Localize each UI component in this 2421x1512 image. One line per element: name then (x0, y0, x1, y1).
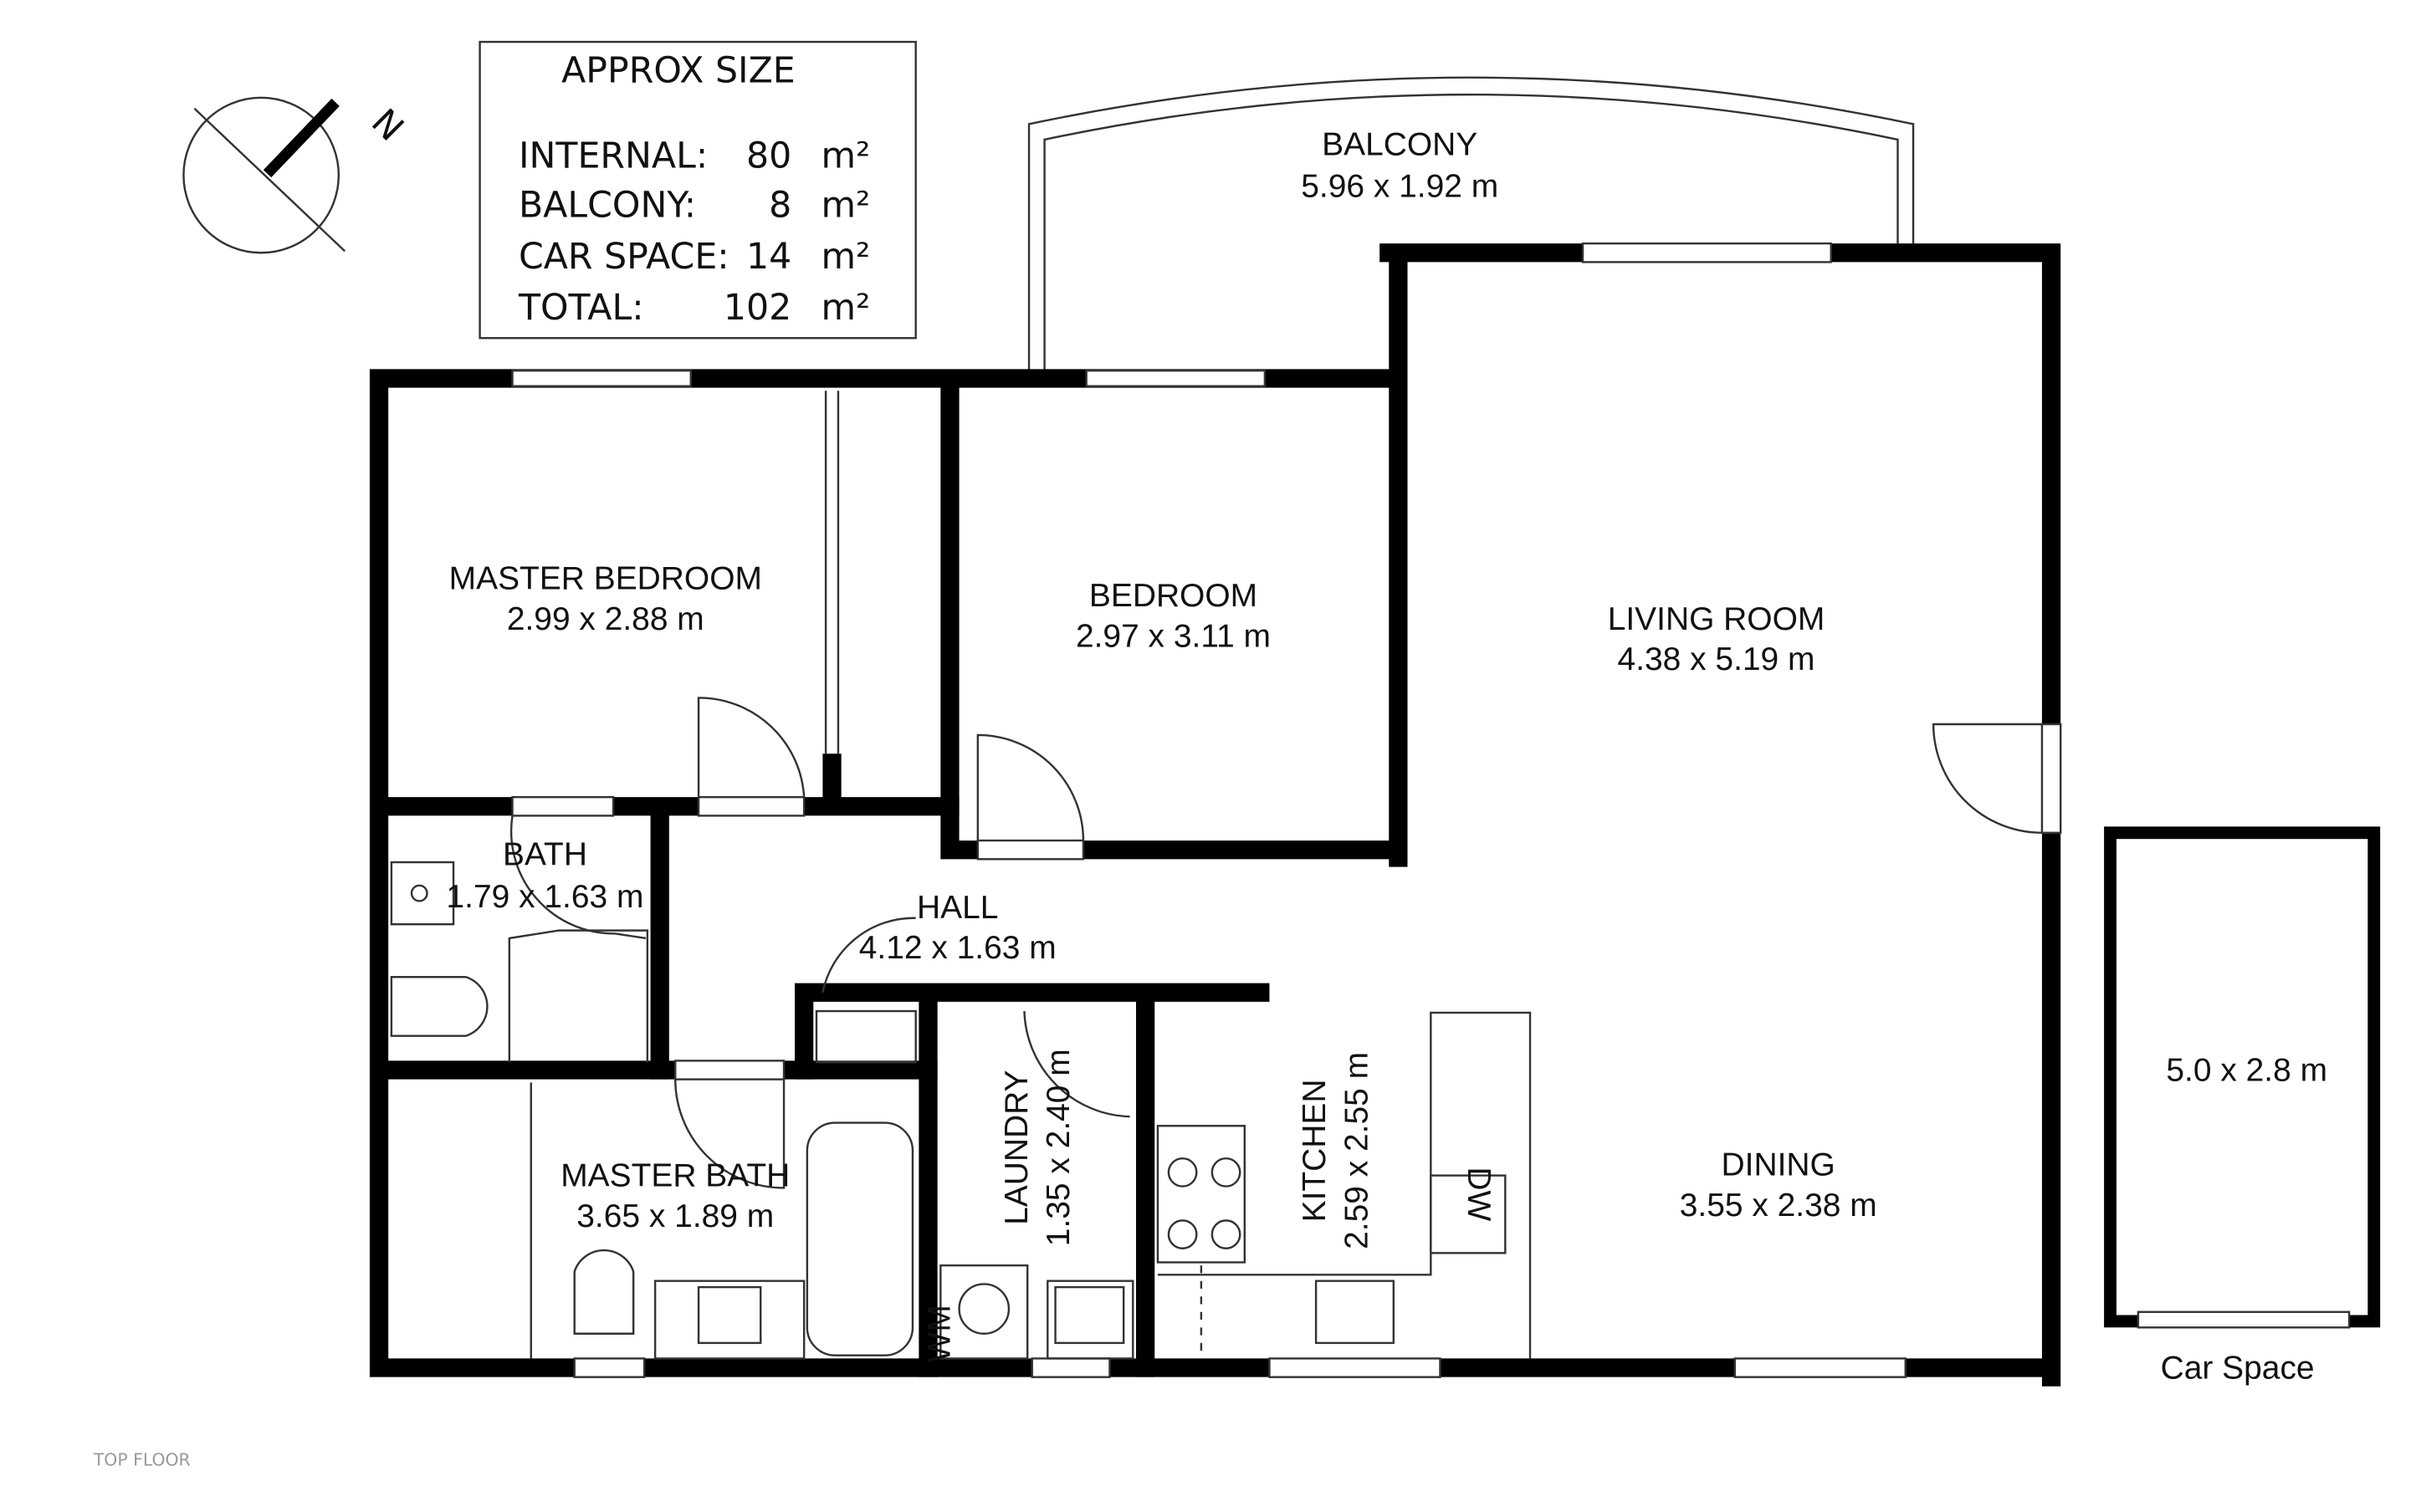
north-label: N (363, 101, 412, 150)
dishwasher-label: DW (1461, 1167, 1497, 1221)
room-name: BATH (503, 837, 587, 873)
size-box-title: APPROX SIZE (561, 49, 796, 91)
size-label: INTERNAL: (519, 135, 708, 176)
room-dims: 1.35 x 2.40 m (1041, 1049, 1077, 1246)
size-row-total: TOTAL: 102 m² (518, 287, 870, 329)
room-dims: 1.79 x 1.63 m (447, 879, 644, 915)
size-unit: m² (822, 135, 871, 176)
balcony-outline (1027, 76, 1915, 373)
room-dims: 4.38 x 5.19 m (1618, 641, 1815, 677)
room-master-bath: MASTER BATH 3.65 x 1.89 m (560, 1158, 790, 1234)
room-name: BALCONY (1322, 126, 1477, 162)
room-master-bedroom: MASTER BEDROOM 2.99 x 2.88 m (449, 561, 762, 637)
room-balcony: BALCONY 5.96 x 1.92 m (1301, 126, 1498, 204)
doors (509, 697, 2042, 1189)
size-label: BALCONY: (519, 185, 696, 227)
room-name: HALL (917, 890, 998, 926)
room-bath: BATH 1.79 x 1.63 m (447, 837, 644, 915)
size-row-balcony: BALCONY: 8 m² (519, 185, 870, 227)
room-name: MASTER BATH (560, 1158, 790, 1194)
room-dims: 2.59 x 2.55 m (1338, 1052, 1374, 1249)
room-dining: DINING 3.55 x 2.38 m (1680, 1147, 1877, 1223)
size-value: 14 (746, 236, 791, 278)
size-value: 102 (724, 287, 791, 329)
car-space: 5.0 x 2.8 m Car Space (2161, 1052, 2327, 1386)
room-living-room: LIVING ROOM 4.38 x 5.19 m (1608, 601, 1825, 677)
room-name: LAUNDRY (999, 1070, 1035, 1225)
room-name: MASTER BEDROOM (449, 561, 762, 597)
room-name: BEDROOM (1089, 578, 1257, 614)
room-bedroom: BEDROOM 2.97 x 3.11 m (1076, 578, 1271, 654)
size-unit: m² (822, 287, 871, 329)
size-row-car-space: CAR SPACE: 14 m² (519, 236, 870, 278)
room-dims: 2.99 x 2.88 m (507, 601, 704, 637)
room-dims: 5.0 x 2.8 m (2166, 1052, 2327, 1088)
room-laundry: LAUNDRY 1.35 x 2.40 m (999, 1049, 1077, 1246)
floor-label: TOP FLOOR (93, 1449, 191, 1469)
size-label: CAR SPACE: (519, 236, 729, 278)
washing-machine-label: WM (921, 1305, 957, 1362)
fixtures (390, 861, 1532, 1360)
room-dims: 5.96 x 1.92 m (1301, 169, 1498, 205)
room-name: Car Space (2161, 1351, 2315, 1387)
room-name: KITCHEN (1297, 1079, 1333, 1222)
windows (511, 242, 2351, 1378)
room-dims: 3.55 x 2.38 m (1680, 1188, 1877, 1223)
walls (369, 243, 2381, 1387)
room-dims: 3.65 x 1.89 m (576, 1198, 774, 1234)
room-name: DINING (1722, 1147, 1835, 1183)
size-row-internal: INTERNAL: 80 m² (519, 135, 870, 176)
compass-icon: N (182, 96, 412, 254)
size-unit: m² (822, 185, 871, 227)
room-kitchen: KITCHEN 2.59 x 2.55 m (1297, 1052, 1374, 1249)
room-dims: 4.12 x 1.63 m (859, 930, 1057, 966)
approx-size-box: APPROX SIZE INTERNAL: 80 m² BALCONY: 8 m… (479, 40, 917, 340)
room-name: LIVING ROOM (1608, 601, 1825, 637)
room-dims: 2.97 x 3.11 m (1076, 618, 1271, 654)
size-label: TOTAL: (518, 287, 644, 329)
size-value: 80 (746, 135, 791, 176)
size-value: 8 (769, 185, 791, 227)
room-hall: HALL 4.12 x 1.63 m (859, 890, 1057, 966)
size-unit: m² (822, 236, 871, 278)
